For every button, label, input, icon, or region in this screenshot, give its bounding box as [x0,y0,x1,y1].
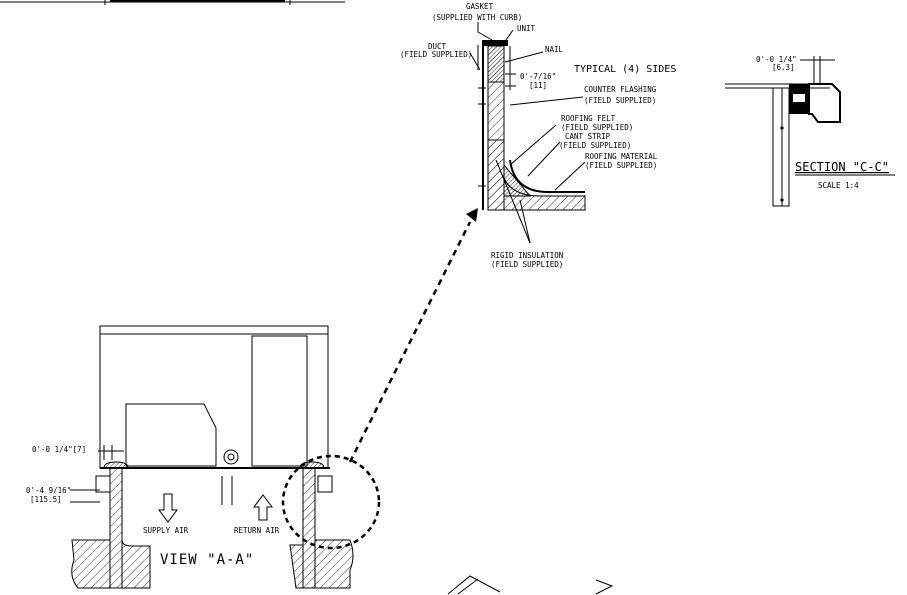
label-dim-top: 0'-7/16" [520,72,556,81]
title-block-fragment [0,0,345,5]
label-counter-flashing-note: (FIELD SUPPLIED) [584,96,656,105]
view-aa [70,325,354,589]
control-panel [251,335,308,467]
label-duct-note: (FIELD SUPPLIED) [400,50,472,59]
cut-symbols [447,575,614,595]
label-rigid-insulation: RIGID INSULATION [491,251,563,260]
section-cc-dim: 0'-0 1/4" [756,55,797,64]
nailer [487,45,505,83]
view-aa-dim-height-metric: [115.5] [30,495,62,504]
supply-air-arrow [158,493,178,523]
detail-leader-arrow [348,221,472,463]
label-roofing-material: ROOFING MATERIAL [585,152,658,161]
label-counter-flashing: COUNTER FLASHING [584,85,657,94]
label-rigid-insulation-note: (FIELD SUPPLIED) [491,260,563,269]
view-aa-return-air: RETURN AIR [234,526,280,535]
label-unit: UNIT [517,24,536,33]
drain-fitting [223,449,239,465]
curb-detail [469,22,586,244]
label-roofing-material-note: (FIELD SUPPLIED) [585,161,657,170]
view-aa-title: VIEW "A-A" [160,552,254,568]
label-cant-strip: CANT STRIP [565,132,611,141]
section-cc-dim-metric: [6.3] [772,63,795,72]
label-dim-top-metric: [11] [529,81,547,90]
label-roofing-felt: ROOFING FELT [561,114,616,123]
detail-callout-circle [281,454,381,550]
return-air-arrow [253,494,273,521]
view-aa-supply-air: SUPPLY AIR [143,526,189,535]
label-duct: DUCT [428,42,447,51]
unit-body [99,325,329,469]
compressor-panel [125,403,217,467]
view-aa-dim-height: 0'-4 9/16" [26,486,71,495]
gasket [484,40,508,46]
label-nail: NAIL [545,45,564,54]
view-aa-dim-gap: 0'-0 1/4"[7] [32,445,86,454]
section-cc-scale: SCALE 1:4 [818,181,859,190]
section-cc [725,56,841,207]
label-roofing-felt-note: (FIELD SUPPLIED) [561,123,633,132]
label-cant-strip-note: (FIELD SUPPLIED) [559,141,631,150]
label-gasket: GASKET [466,2,494,11]
section-cc-title: SECTION "C-C" [795,160,889,174]
label-gasket-note: (SUPPLIED WITH CURB) [432,13,522,22]
roofing-material [509,159,585,193]
label-typical-sides: TYPICAL (4) SIDES [574,64,676,75]
